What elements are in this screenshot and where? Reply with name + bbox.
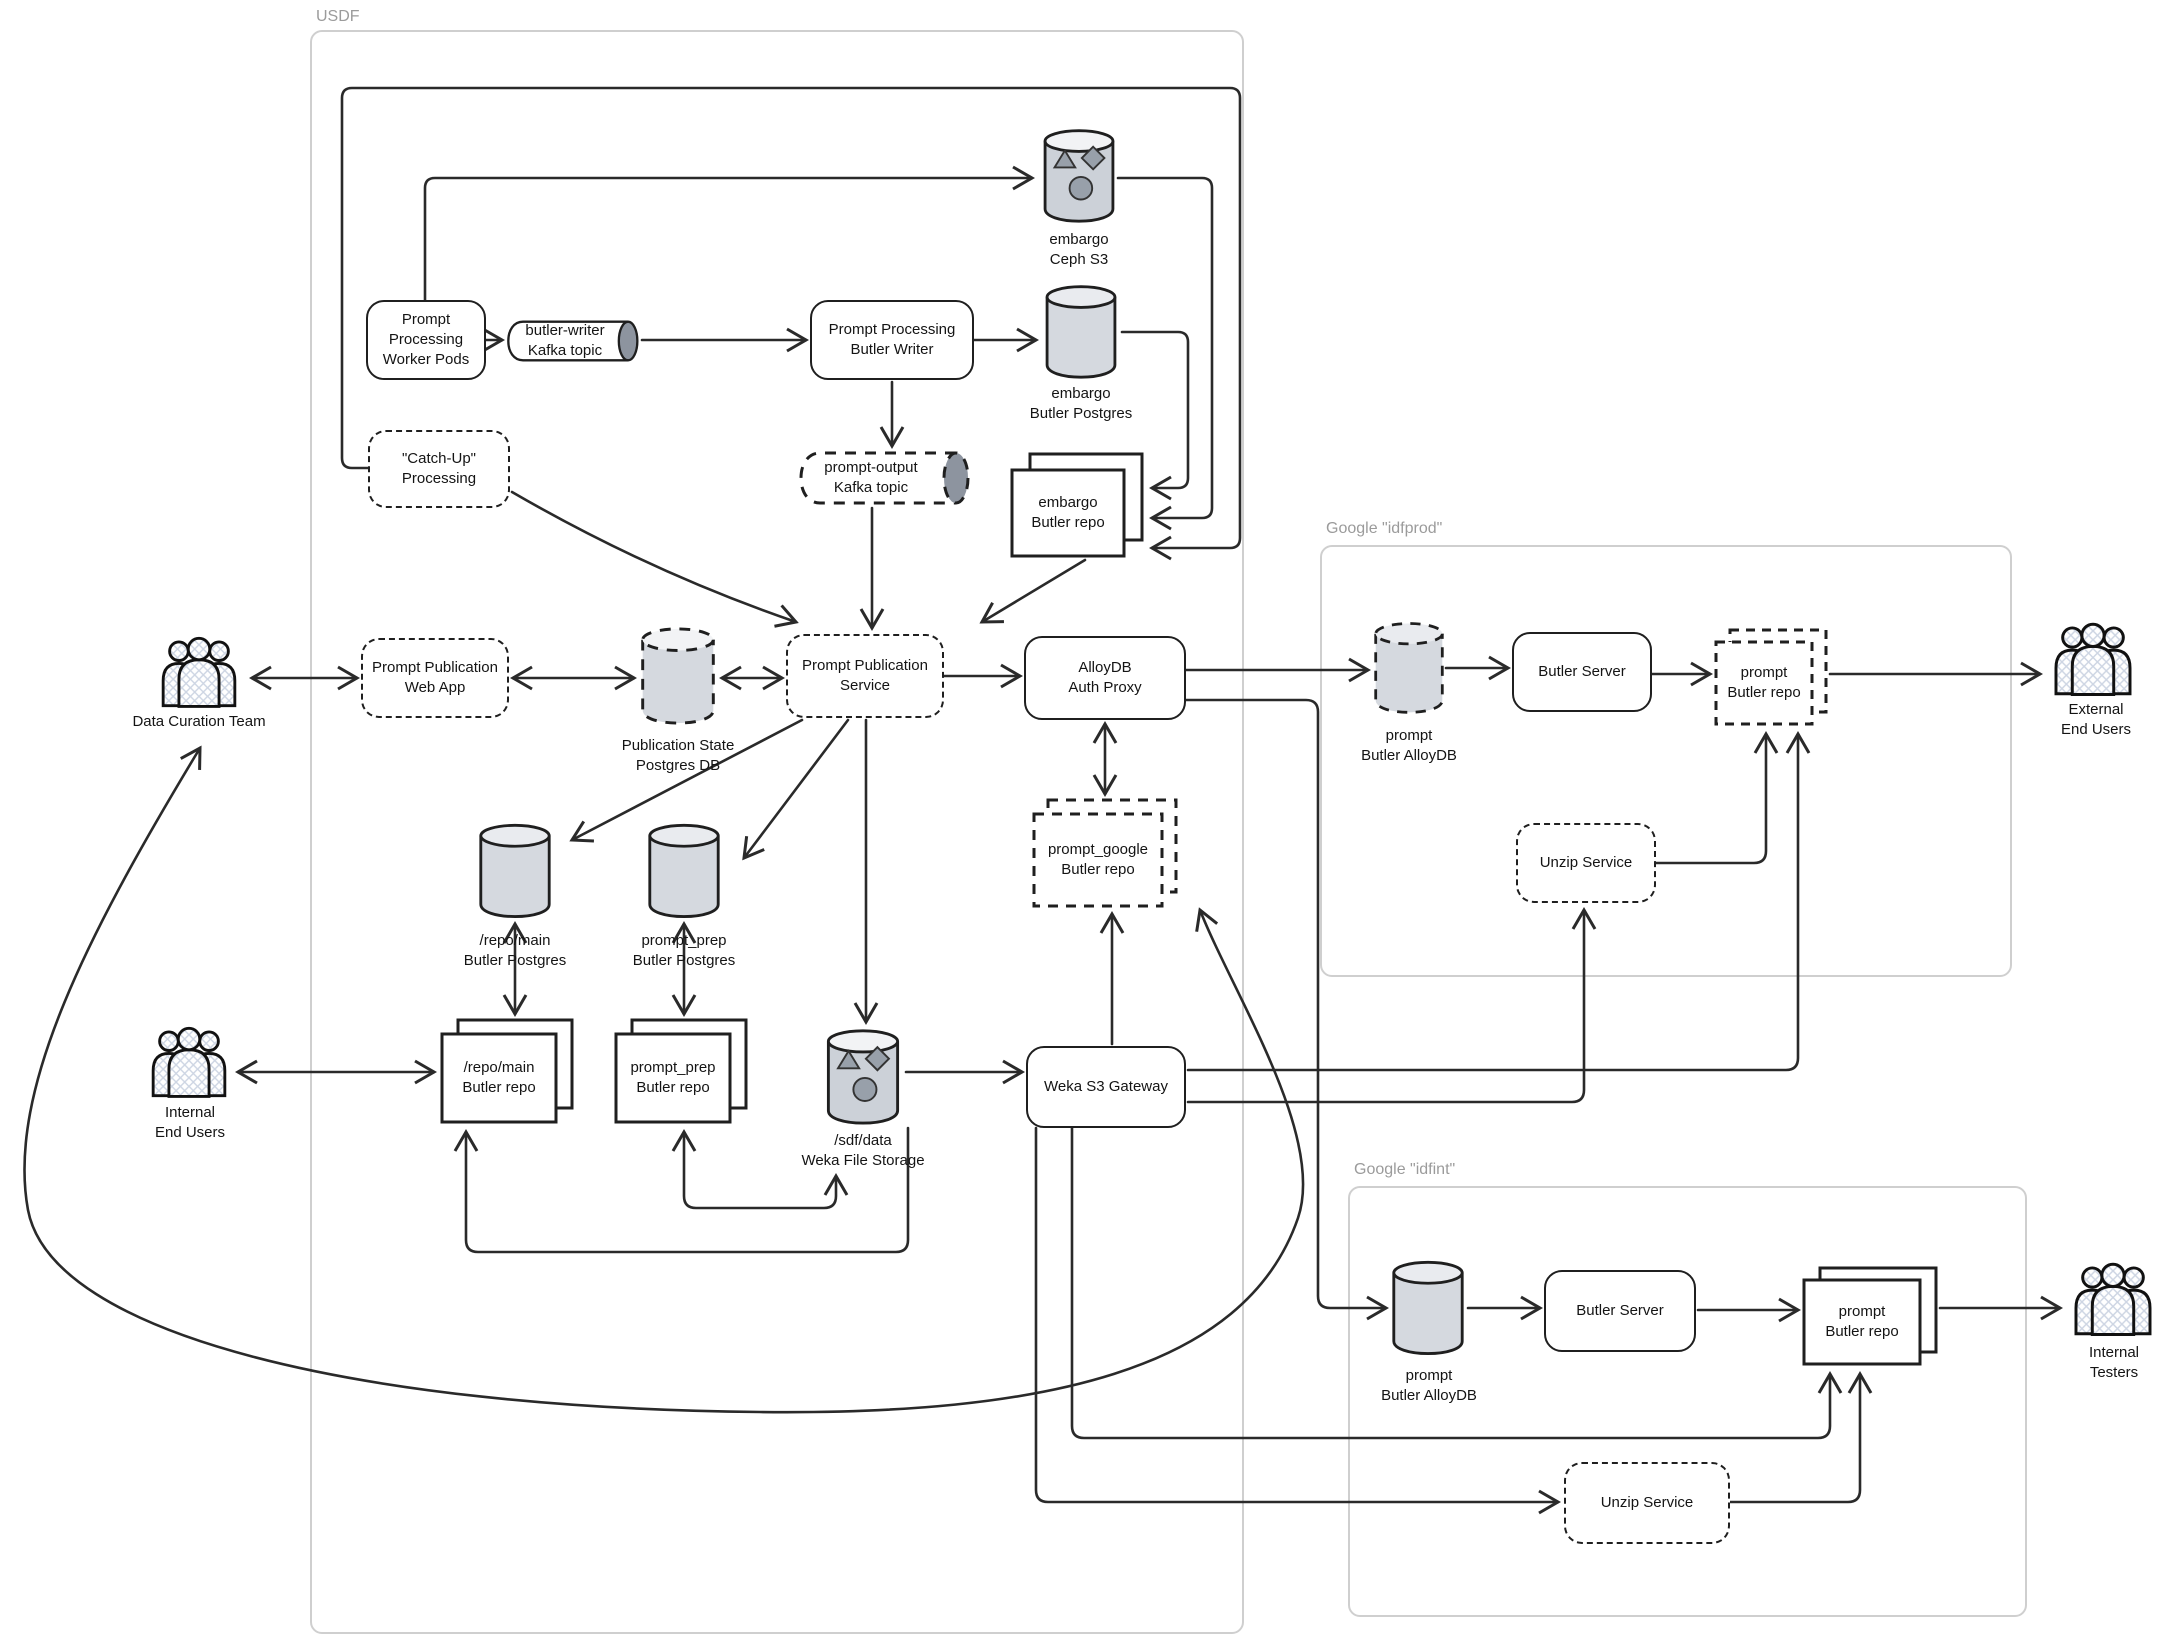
idfprod-container [1320,545,2012,977]
prompt-google-repo-label: prompt_google Butler repo [1047,841,1149,878]
publication-service-label: Prompt Publication Service [802,657,928,694]
repo-main-repo-label: /repo/main Butler repo [462,1059,536,1096]
edge-gateway-to-idfprod-unzip [1186,907,1597,1104]
prompt-output-topic-label: prompt-output Kafka topic [824,459,918,496]
repo-main-postgres-label: /repo/main Butler Postgres [463,932,567,969]
data-curation-team-icon [156,636,242,713]
idfint-prompt-repo-node: prompt Butler repo [1802,1266,1938,1373]
worker-pods-label: Prompt Processing Worker Pods [382,311,470,368]
edge-proxy-to-idfint-alloydb [1184,698,1389,1321]
repo-main-postgres-icon [477,820,553,925]
idfprod-alloydb-label: prompt Butler AlloyDB [1361,727,1457,764]
edge-catch-up-to-embargo-repo [340,86,1242,561]
idfint-container [1348,1186,2027,1617]
web-app-node: Prompt Publication Web App [361,638,509,718]
prompt-google-repo-node: prompt_google Butler repo [1032,798,1180,915]
edge-prompt-prep-repo-weka-bidir [671,1129,849,1210]
edge-ceph-s3-to-embargo-repo [1116,176,1214,531]
butler-writer-topic-label: butler-writer Kafka topic [525,322,605,359]
butler-writer-label: Prompt Processing Butler Writer [828,321,956,358]
kafka-cylinder-end [617,320,639,362]
prompt-prep-repo-label: prompt_prep Butler repo [630,1059,716,1096]
embargo-butler-repo-label: embargo Butler repo [1031,494,1105,531]
idfprod-butler-server-node: Butler Server [1512,632,1652,712]
embargo-butler-postgres-icon [1042,282,1120,385]
repo-main-repo-node: /repo/main Butler repo [440,1018,574,1131]
edge-idfprod-unzip-to-repo [1654,731,1779,865]
triangle-icon [836,1049,861,1070]
prompt-output-topic-node: prompt-output Kafka topic [796,450,976,511]
idfprod-prompt-repo-node: prompt Butler repo [1714,628,1828,733]
butler-writer-node: Prompt Processing Butler Writer [810,300,974,380]
circle-icon [1068,175,1094,201]
idfint-alloydb-label: prompt Butler AlloyDB [1381,1367,1477,1404]
diamond-icon [864,1045,891,1072]
idfint-prompt-repo-label: prompt Butler repo [1825,1303,1899,1340]
prompt-prep-postgres-icon [646,820,722,925]
external-end-users-label: External End Users [2060,701,2132,738]
edge-gateway-to-idfprod-repo [1186,731,1811,1072]
kafka-cylinder-end [942,451,970,505]
butler-writer-topic-node: butler-writer Kafka topic [506,314,642,373]
usdf-container-label: USDF [316,8,360,25]
publication-state-db-label: Publication State Postgres DB [621,737,735,774]
edge-catch-up-to-publication-service [510,490,799,628]
idfint-alloydb-icon [1390,1256,1466,1363]
weka-file-storage-label: /sdf/data Weka File Storage [801,1132,925,1169]
edge-embargo-repo-to-publication-service [979,558,1087,624]
prompt-prep-postgres-label: prompt_prep Butler Postgres [632,932,736,969]
idfprod-unzip-node: Unzip Service [1516,823,1656,903]
idfint-unzip-label: Unzip Service [1600,1494,1694,1512]
idfint-container-label: Google "idfint" [1354,1161,1456,1178]
idfprod-butler-server-label: Butler Server [1538,663,1626,681]
idfprod-alloydb-icon [1372,616,1446,723]
embargo-butler-postgres-label: embargo Butler Postgres [1029,385,1133,422]
alloydb-auth-proxy-label: AlloyDB Auth Proxy [1068,659,1142,696]
idfprod-unzip-label: Unzip Service [1539,854,1633,872]
internal-testers-icon [2068,1262,2158,1341]
weka-s3-gateway-label: Weka S3 Gateway [1044,1078,1168,1096]
triangle-icon [1052,148,1077,169]
data-curation-team-label: Data Curation Team [132,713,266,730]
internal-end-users-label: Internal End Users [154,1104,226,1141]
weka-s3-gateway-node: Weka S3 Gateway [1026,1046,1186,1128]
embargo-ceph-s3-label: embargo Ceph S3 [1049,231,1109,268]
weka-file-storage-icon [823,1026,903,1131]
edge-idfint-unzip-to-repo [1728,1371,1873,1504]
prompt-prep-repo-node: prompt_prep Butler repo [614,1018,748,1131]
idfint-unzip-node: Unzip Service [1564,1462,1730,1544]
edge-worker-pods-to-ceph-s3 [423,165,1035,302]
worker-pods-node: Prompt Processing Worker Pods [366,300,486,380]
idfprod-container-label: Google "idfprod" [1326,520,1443,537]
alloydb-auth-proxy-node: AlloyDB Auth Proxy [1024,636,1186,720]
edge-gateway-to-idfint-repo [1070,1126,1843,1440]
idfint-butler-server-node: Butler Server [1544,1270,1696,1352]
edge-gateway-to-idfint-unzip [1034,1126,1561,1515]
web-app-label: Prompt Publication Web App [372,659,498,696]
publication-state-db-icon [638,624,718,731]
idfint-butler-server-label: Butler Server [1576,1302,1664,1320]
edge-curation-team-prompt-google-bidir [23,745,1305,1414]
edge-weka-to-repo-main-repo [453,1126,910,1254]
external-end-users-icon [2048,622,2138,701]
catch-up-label: "Catch-Up" Processing [401,450,477,487]
catch-up-node: "Catch-Up" Processing [368,430,510,508]
idfprod-prompt-repo-label: prompt Butler repo [1727,664,1801,701]
internal-end-users-icon [146,1026,232,1103]
diamond-icon [1080,145,1106,171]
publication-service-node: Prompt Publication Service [786,634,944,718]
embargo-ceph-s3-icon [1040,126,1118,229]
edge-embargo-postgres-to-embargo-repo [1120,330,1190,501]
circle-icon [852,1076,878,1102]
embargo-butler-repo-node: embargo Butler repo [1010,452,1144,563]
internal-testers-label: Internal Testers [2088,1344,2140,1381]
